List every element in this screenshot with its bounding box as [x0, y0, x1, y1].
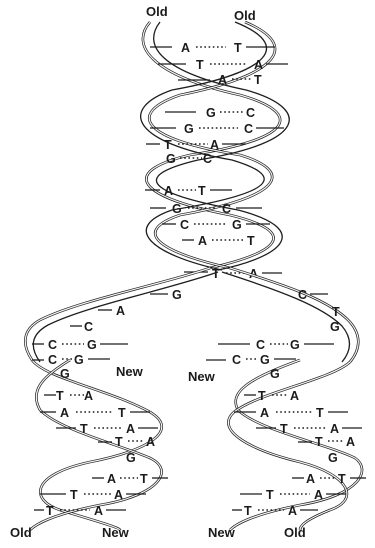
base: T [316, 406, 324, 420]
base: G [126, 451, 136, 465]
base: G [166, 152, 176, 166]
base: T [140, 472, 148, 486]
base: C [48, 338, 57, 352]
base: C [244, 122, 253, 136]
base: A [306, 472, 315, 486]
base: T [118, 406, 126, 420]
base: A [114, 488, 123, 502]
base: A [181, 41, 190, 55]
base: T [198, 184, 206, 198]
base: A [126, 422, 135, 436]
fork-left-strand-outer-edge [33, 272, 218, 362]
base: G [232, 218, 242, 232]
base: A [84, 389, 93, 403]
base: G [260, 353, 270, 367]
label-old-bottom-left: Old [10, 525, 32, 540]
label-old-bottom-right: Old [284, 525, 306, 540]
base: A [260, 406, 269, 420]
label-old-top-right: Old [234, 8, 256, 23]
label-new-mid-right: New [188, 369, 216, 384]
base: C [48, 353, 57, 367]
parent-strand-a-edge [154, 22, 290, 270]
base: T [315, 435, 323, 449]
base: C [298, 288, 307, 302]
base: A [116, 304, 125, 318]
base: T [80, 422, 88, 436]
base: T [244, 504, 252, 518]
base: A [164, 184, 173, 198]
right-daughter-helix: C G C G G T A A T T A T A G A T [206, 338, 366, 530]
base: C [222, 202, 231, 216]
base: T [70, 488, 78, 502]
base: T [332, 305, 340, 319]
base: G [172, 288, 182, 302]
base: A [314, 488, 323, 502]
base: C [180, 218, 189, 232]
base: T [254, 73, 262, 87]
base: G [87, 338, 97, 352]
base: T [247, 234, 255, 248]
base: T [266, 488, 274, 502]
base: T [164, 138, 172, 152]
base: G [206, 106, 216, 120]
base: G [270, 367, 280, 381]
base: G [184, 122, 194, 136]
label-new-bottom-left: New [102, 525, 130, 540]
base: T [234, 41, 242, 55]
base: G [328, 451, 338, 465]
base: G [60, 367, 70, 381]
base: C [203, 152, 212, 166]
base: T [338, 472, 346, 486]
base: G [172, 202, 182, 216]
base: C [84, 320, 93, 334]
label-new-bottom-right: New [208, 525, 236, 540]
base: A [60, 406, 69, 420]
base: A [330, 422, 339, 436]
base: A [290, 389, 299, 403]
base: T [56, 389, 64, 403]
label-old-top-left: Old [146, 4, 168, 19]
base: A [346, 435, 355, 449]
base: A [288, 504, 297, 518]
base: A [146, 435, 155, 449]
left-daughter-helix: C G C G G T A A T T A T A G A T [30, 338, 168, 530]
label-new-mid-left: New [116, 364, 144, 379]
base: T [280, 422, 288, 436]
base: A [107, 472, 116, 486]
base: G [290, 338, 300, 352]
base: A [94, 504, 103, 518]
replication-fork: G A C C T G [25, 268, 358, 362]
base: T [258, 389, 266, 403]
base: G [330, 320, 340, 334]
base: T [196, 58, 204, 72]
base: A [210, 138, 219, 152]
parent-base-pairs: A T T A A T G C G C T A G C A T [145, 41, 288, 281]
base: G [74, 353, 84, 367]
base: A [254, 58, 263, 72]
base: C [256, 338, 265, 352]
base: C [232, 353, 241, 367]
base: A [218, 73, 227, 87]
base: C [246, 106, 255, 120]
base: A [198, 234, 207, 248]
base: T [46, 504, 54, 518]
base: T [115, 435, 123, 449]
